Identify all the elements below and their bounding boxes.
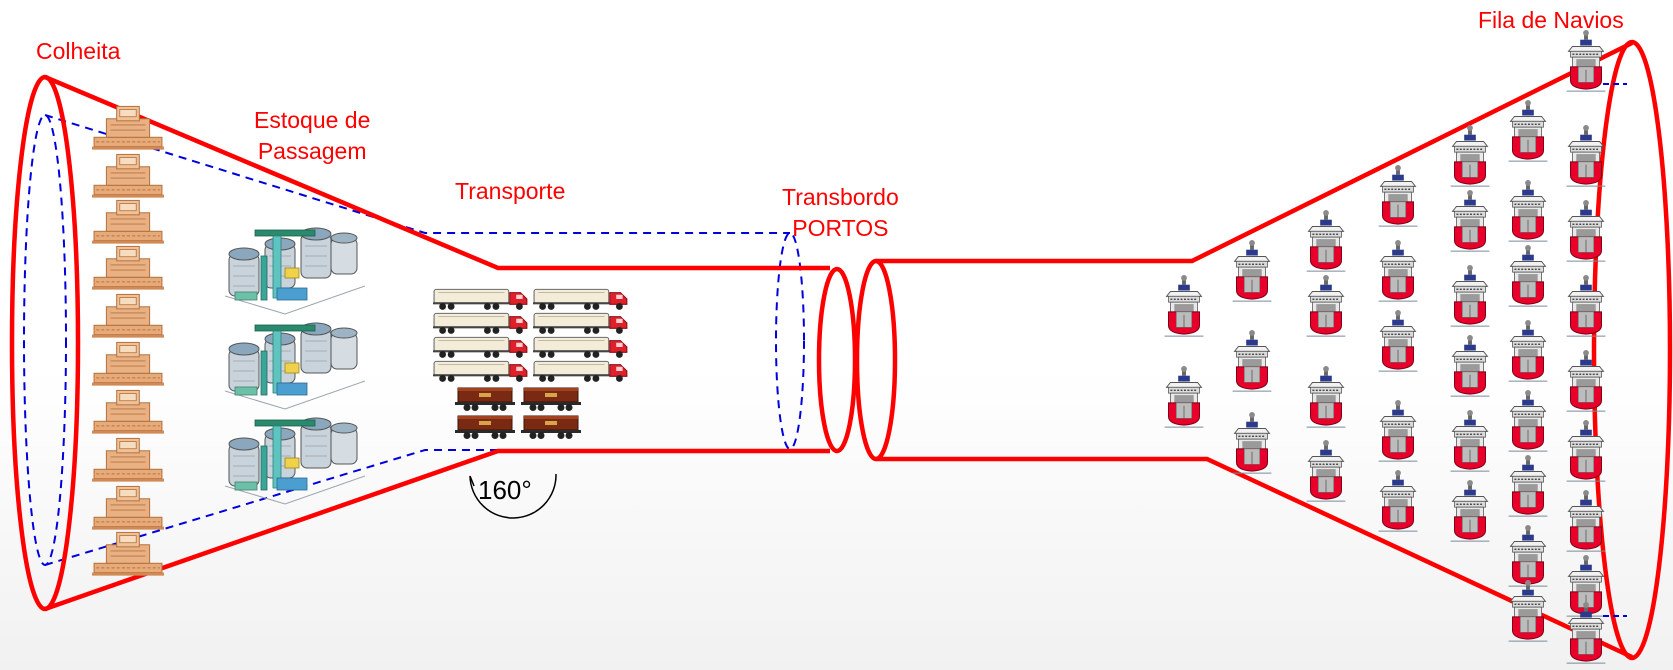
cargo-ship-icon [1508,320,1548,382]
cargo-ship-icon [1378,400,1418,462]
label-fila-de-navios: Fila de Navios [1478,7,1624,33]
label-estoque-line2: Passagem [257,138,367,164]
grain-truck-icon [533,312,628,335]
cargo-ship-icon [1378,165,1418,227]
combine-harvester-icon [92,341,164,387]
angle-arc [469,473,557,519]
cargo-ship-icon [1566,125,1606,187]
grain-truck-icon [433,336,528,359]
cargo-ship-icon [1508,245,1548,307]
cargo-ship-icon [1378,240,1418,302]
cargo-ship-icon [1450,125,1490,187]
cargo-ship-icon [1566,30,1606,92]
grain-truck-icon [433,288,528,311]
cargo-ship-icon [1450,335,1490,397]
cargo-ship-icon [1306,366,1346,428]
cargo-ship-icon [1164,275,1204,337]
rail-wagon-icon [521,387,581,412]
cargo-ship-icon [1508,525,1548,587]
cargo-ship-icon [1378,470,1418,532]
combine-harvester-icon [92,105,164,151]
cargo-ship-icon [1508,390,1548,452]
cargo-ship-icon [1566,350,1606,412]
grain-truck-icon [533,288,628,311]
cargo-ship-icon [1508,580,1548,642]
cargo-ship-icon [1508,180,1548,242]
label-estoque: Estoque de Passagem [254,105,370,167]
cargo-ship-icon [1566,275,1606,337]
cargo-ship-icon [1450,480,1490,542]
cargo-ship-icon [1306,275,1346,337]
rail-wagon-icon [455,387,515,412]
cargo-ship-icon [1450,190,1490,252]
angle-label: 160° [478,475,532,505]
cargo-ship-icon [1232,412,1272,474]
cargo-ship-icon [1378,310,1418,372]
grain-truck-icon [433,312,528,335]
combine-harvester-icon [92,245,164,291]
cargo-ship-icon [1306,440,1346,502]
grain-truck-icon [533,360,628,383]
combine-harvester-icon [92,153,164,199]
right-funnel-outline [854,39,1673,661]
cargo-ship-icon [1232,240,1272,302]
combine-harvester-icon [92,437,164,483]
combine-harvester-icon [92,199,164,245]
label-transbordo-line2: PORTOS [792,215,889,241]
silo-column [225,227,365,505]
rail-wagon-icon [455,415,515,440]
grain-silo-complex-icon [225,417,365,505]
combine-harvester-icon [92,531,164,577]
combine-harvester-icon [92,485,164,531]
cargo-ship-icon [1508,100,1548,162]
right-dash-marks [1603,83,1627,617]
cargo-ship-icon [1566,602,1606,664]
harvester-column [92,105,164,577]
cargo-ship-icon [1508,455,1548,517]
label-estoque-line1: Estoque de [254,107,371,133]
cargo-ship-icon [1450,265,1490,327]
cargo-ship-icon [1232,330,1272,392]
rail-wagon-icon [521,415,581,440]
label-colheita: Colheita [36,38,121,64]
transport-fleet [433,288,628,440]
left-dashed-outline [23,114,805,566]
ship-queue [1164,30,1606,664]
cargo-ship-icon [1306,210,1346,272]
label-transbordo-line1: Transbordo [782,184,899,210]
grain-truck-icon [533,336,628,359]
label-transporte: Transporte [455,178,566,204]
combine-harvester-icon [92,389,164,435]
cargo-ship-icon [1450,410,1490,472]
cargo-ship-icon [1164,366,1204,428]
combine-harvester-icon [92,293,164,339]
cargo-ship-icon [1566,420,1606,482]
grain-silo-complex-icon [225,227,365,315]
grain-truck-icon [433,360,528,383]
grain-silo-complex-icon [225,322,365,410]
label-transbordo: Transbordo PORTOS [782,182,899,244]
